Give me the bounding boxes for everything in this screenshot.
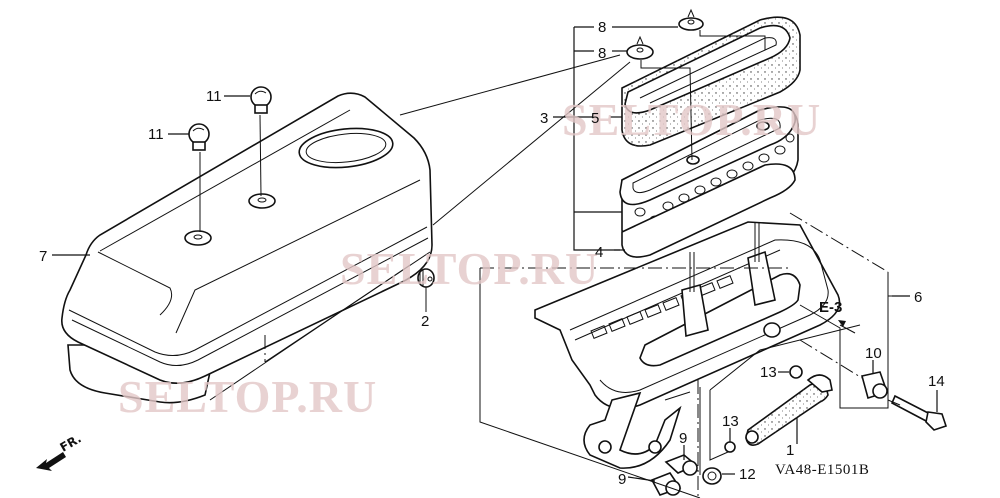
front-direction-label: FR. bbox=[58, 431, 84, 454]
clip-icon bbox=[724, 441, 736, 453]
callout-3: 3 bbox=[540, 110, 548, 127]
callout-13: 13 bbox=[722, 413, 739, 430]
air-cleaner-case bbox=[534, 221, 841, 469]
watermark: SELTOP.RU bbox=[118, 371, 377, 422]
callout-13: 13 bbox=[760, 364, 777, 381]
paper-element bbox=[619, 106, 799, 258]
collar-icon bbox=[861, 371, 889, 400]
knob-screw-icon bbox=[250, 86, 272, 114]
wing-nut-icon bbox=[626, 35, 654, 60]
callout-7: 7 bbox=[39, 248, 47, 265]
callout-10: 10 bbox=[865, 345, 882, 362]
foam-prefilter bbox=[621, 16, 801, 147]
front-direction-arrow-icon bbox=[36, 452, 66, 471]
callout-14: 14 bbox=[928, 373, 945, 390]
collar-icon bbox=[664, 454, 698, 476]
air-cleaner-cover bbox=[61, 54, 631, 404]
clip-icon bbox=[789, 365, 803, 379]
callout-1: 1 bbox=[786, 442, 794, 459]
wing-nut-icon bbox=[678, 8, 704, 31]
callout-5: 5 bbox=[591, 110, 599, 127]
callout-11: 11 bbox=[206, 88, 222, 105]
collar-icon bbox=[650, 472, 682, 496]
flange-bolt-icon bbox=[890, 394, 948, 431]
drawing-code: VA48-E1501B bbox=[775, 462, 869, 478]
reference-label: E-3 bbox=[819, 299, 842, 316]
nut-icon bbox=[702, 467, 722, 485]
callout-6: 6 bbox=[914, 289, 922, 306]
callout-9: 9 bbox=[618, 471, 626, 488]
watermark: SELTOP.RU bbox=[562, 94, 821, 145]
grommet-icon bbox=[417, 268, 435, 312]
callout-2: 2 bbox=[421, 313, 429, 330]
tube-icon bbox=[745, 374, 833, 446]
callout-4: 4 bbox=[595, 244, 603, 261]
callout-11: 11 bbox=[148, 126, 164, 143]
knob-screw-icon bbox=[188, 123, 210, 151]
callout-12: 12 bbox=[739, 466, 756, 483]
callout-8: 8 bbox=[598, 19, 606, 36]
callout-9: 9 bbox=[679, 430, 687, 447]
watermark: SELTOP.RU bbox=[340, 243, 599, 294]
callout-8: 8 bbox=[598, 45, 606, 62]
